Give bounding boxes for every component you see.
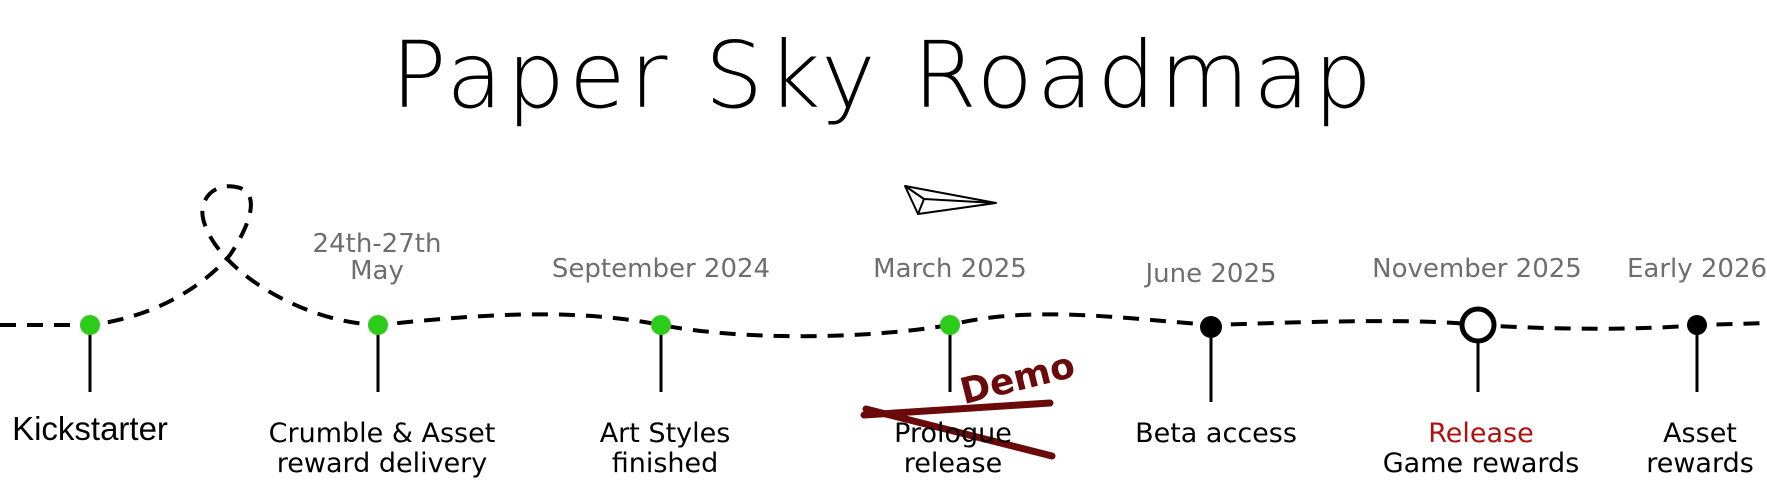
- milestone-date: November 2025: [1372, 254, 1582, 284]
- milestone-date: March 2025: [873, 254, 1027, 284]
- milestone-label-line: Asset: [1663, 418, 1737, 449]
- paper-plane-icon: [904, 185, 997, 215]
- milestone-date-line: 24th-27th: [312, 229, 442, 259]
- milestone-label-line: Art Styles: [599, 418, 731, 449]
- milestone-date: 24th-27th May: [313, 231, 442, 285]
- milestone-label-line: finished: [611, 448, 719, 479]
- milestone-label-line: reward delivery: [276, 448, 488, 479]
- milestone-label: Prologue release: [894, 419, 1012, 479]
- milestone-label-line: rewards: [1646, 448, 1754, 479]
- milestone-label-line: Kickstarter: [12, 410, 168, 447]
- milestone-marker-art: [651, 315, 671, 335]
- milestone-label: Crumble & Asset reward delivery: [269, 419, 496, 479]
- milestone-marker-release: [1459, 306, 1497, 344]
- milestone-marker-prologue: [940, 315, 960, 335]
- milestone-label-line: Crumble & Asset: [268, 418, 496, 449]
- milestone-date: September 2024: [551, 254, 771, 284]
- milestone-label-line: release: [903, 448, 1003, 479]
- milestone-date: Early 2026: [1626, 254, 1767, 284]
- strike-line-2: [862, 405, 1056, 460]
- milestone-marker-asset: [1687, 315, 1707, 335]
- milestone-label: Asset rewards: [1646, 419, 1754, 479]
- milestone-label: Beta access: [1135, 419, 1297, 449]
- milestone-label: Kickstarter: [12, 410, 168, 447]
- milestone-date-line: May: [350, 256, 404, 286]
- milestone-marker-kickstarter: [80, 315, 100, 335]
- milestone-label: Release Game rewards: [1383, 419, 1580, 479]
- milestone-label-line: Beta access: [1135, 418, 1297, 449]
- release-accent-label: Release: [1428, 418, 1534, 449]
- milestone-label-line: Game rewards: [1382, 448, 1580, 479]
- milestone-marker-crumble: [368, 315, 388, 335]
- page-title: Paper Sky Roadmap: [390, 22, 1377, 129]
- milestone-date: June 2025: [1145, 259, 1277, 289]
- milestone-label-line: Prologue: [894, 418, 1012, 449]
- milestone-marker-beta: [1200, 316, 1222, 338]
- milestone-label: Art Styles finished: [600, 419, 731, 479]
